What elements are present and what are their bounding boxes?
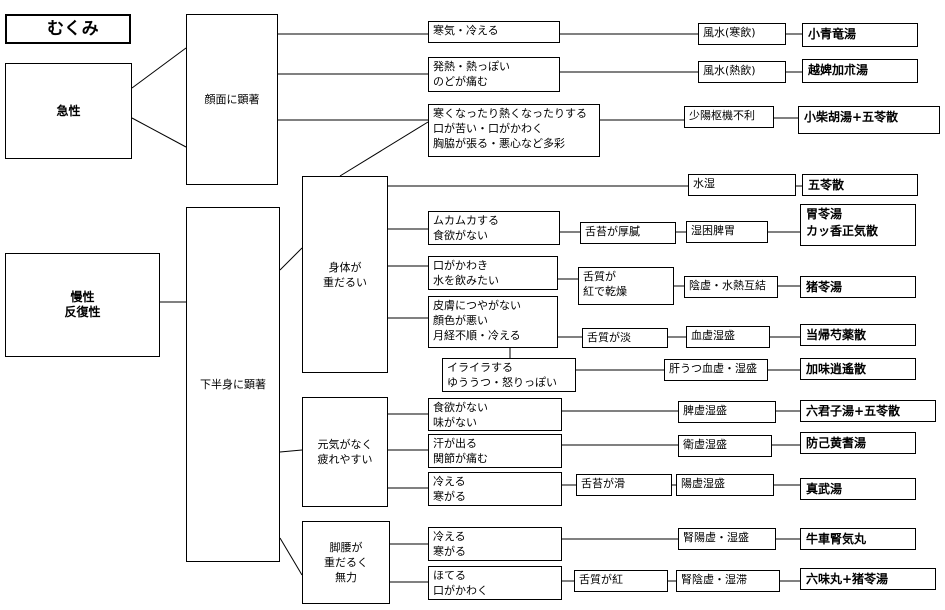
tongue-box: 舌質が淡 [582, 328, 668, 348]
formula-box: 牛車腎気丸 [800, 528, 916, 550]
formula-box: 胃苓湯 カッ香正気散 [800, 204, 916, 246]
sub-legs: 脚腰が 重だるく 無力 [302, 521, 390, 604]
tongue-box: 舌質が紅 [574, 570, 668, 592]
formula-box: 小柴胡湯+五苓散 [798, 106, 940, 134]
symptom-box: 寒気・冷える [428, 21, 560, 43]
pattern-box: 肝うつ血虚・湿盛 [664, 359, 768, 381]
location-lower: 下半身に顕著 [186, 207, 280, 562]
symptom-box: 寒くなったり熱くなったりする 口が苦い・口がかわく 胸脇が張る・悪心など多彩 [428, 104, 600, 157]
formula-box: 六味丸+猪苓湯 [800, 568, 936, 590]
symptom-box: 口がかわき 水を飲みたい [428, 256, 558, 290]
formula-box: 当帰芍薬散 [800, 324, 916, 346]
pattern-box: 陰虚・水熱互結 [684, 276, 778, 298]
diagram-title: むくみ [5, 14, 131, 44]
formula-box: 真武湯 [800, 478, 916, 500]
formula-box: 加味逍遙散 [800, 358, 916, 380]
symptom-box: ムカムカする 食欲がない [428, 211, 560, 245]
symptom-box: 食欲がない 味がない [428, 398, 562, 431]
group-chronic: 慢性 反復性 [5, 253, 160, 357]
formula-box: 猪苓湯 [800, 276, 916, 298]
pattern-box: 血虚湿盛 [686, 326, 770, 348]
formula-box: 小青竜湯 [802, 23, 918, 47]
symptom-box: 冷える 寒がる [428, 527, 562, 561]
tongue-box: 舌苔が厚膩 [580, 222, 676, 244]
sub-tired: 元気がなく 疲れやすい [302, 397, 388, 507]
symptom-box: 冷える 寒がる [428, 472, 562, 506]
pattern-box: 少陽枢機不利 [684, 106, 774, 128]
pattern-box: 風水(寒飲) [698, 23, 786, 45]
pattern-box: 腎陽虚・湿盛 [678, 528, 776, 550]
pattern-box: 湿困脾胃 [686, 221, 768, 243]
tongue-box: 舌質が 紅で乾燥 [578, 267, 674, 305]
pattern-box: 脾虚湿盛 [678, 401, 776, 423]
symptom-box: ほてる 口がかわく [428, 566, 562, 600]
symptom-box: 発熱・熱っぽい のどが痛む [428, 57, 560, 92]
symptom-box: 皮膚につやがない 顔色が悪い 月経不順・冷える [428, 296, 558, 348]
symptom-box: 汗が出る 関節が痛む [428, 434, 562, 468]
location-face: 顔面に顕著 [186, 14, 278, 185]
pattern-box: 水湿 [688, 174, 796, 196]
formula-box: 六君子湯+五苓散 [800, 400, 936, 422]
formula-box: 越婢加朮湯 [802, 59, 918, 83]
pattern-box: 衛虚湿盛 [678, 435, 772, 457]
formula-box: 防己黄耆湯 [800, 432, 916, 454]
pattern-box: 腎陰虚・湿滞 [676, 570, 780, 592]
group-acute: 急性 [5, 63, 132, 159]
tongue-box: 舌苔が滑 [576, 474, 672, 496]
symptom-box: イライラする ゆううつ・怒りっぽい [442, 358, 576, 392]
formula-box: 五苓散 [802, 174, 918, 196]
pattern-box: 陽虚湿盛 [676, 474, 774, 496]
pattern-box: 風水(熱飲) [698, 61, 786, 83]
sub-heavy: 身体が 重だるい [302, 176, 388, 373]
